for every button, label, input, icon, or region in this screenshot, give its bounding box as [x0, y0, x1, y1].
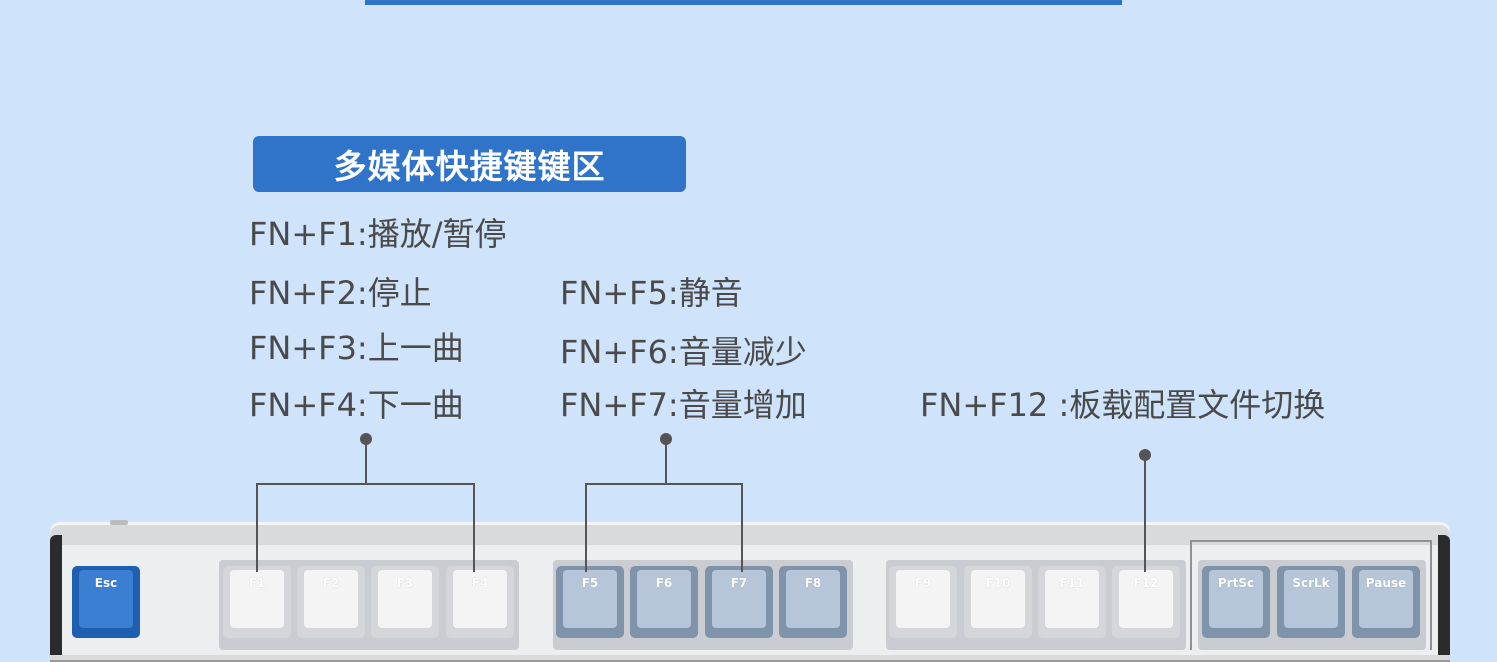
shortcut-fn-f6: FN+F6:音量减少 — [560, 333, 807, 371]
key-f2[interactable]: F2 — [297, 566, 365, 638]
key-pause[interactable]: Pause — [1352, 566, 1420, 638]
key-f11[interactable]: F11 — [1038, 566, 1106, 638]
key-f6[interactable]: F6 — [630, 566, 698, 638]
shortcut-fn-f2: FN+F2:停止 — [249, 274, 432, 312]
callout-f1-f4-dot — [360, 433, 372, 445]
key-f10[interactable]: F10 — [964, 566, 1032, 638]
callout-f5-f7-dot — [660, 433, 672, 445]
section-title-badge: 多媒体快捷键键区 — [253, 136, 686, 192]
key-f12[interactable]: F12 — [1112, 566, 1180, 638]
key-f3[interactable]: F3 — [371, 566, 439, 638]
key-f2-label: F2 — [322, 576, 340, 590]
top-accent-bar — [365, 0, 1122, 5]
key-esc[interactable]: Esc — [72, 566, 140, 638]
key-f9[interactable]: F9 — [889, 566, 957, 638]
key-f11-label: F11 — [1059, 576, 1085, 590]
key-f3-label: F3 — [396, 576, 414, 590]
callout-f1-f4 — [256, 483, 475, 572]
keyboard-indicator — [110, 520, 128, 525]
key-f7-label: F7 — [730, 576, 748, 590]
keyboard-left-edge — [50, 535, 62, 655]
key-prtsc-label: PrtSc — [1217, 576, 1255, 590]
key-f12-label: F12 — [1133, 576, 1159, 590]
callout-f5-f7 — [585, 483, 743, 572]
shortcut-fn-f5: FN+F5:静音 — [560, 274, 743, 312]
key-pause-label: Pause — [1365, 576, 1407, 590]
key-f1[interactable]: F1 — [223, 566, 291, 638]
key-f4[interactable]: F4 — [446, 566, 514, 638]
key-f1-label: F1 — [248, 576, 266, 590]
key-f6-label: F6 — [655, 576, 673, 590]
key-f8[interactable]: F8 — [779, 566, 847, 638]
key-f9-label: F9 — [914, 576, 932, 590]
shortcut-fn-f12: FN+F12 :板载配置文件切换 — [920, 386, 1326, 424]
key-esc-label: Esc — [94, 576, 118, 590]
nav-cluster-frame — [1190, 540, 1432, 650]
keyboard-right-edge — [1438, 535, 1450, 655]
key-f5[interactable]: F5 — [556, 566, 624, 638]
key-f8-label: F8 — [804, 576, 822, 590]
callout-f12-dot — [1139, 449, 1151, 461]
shortcut-fn-f4: FN+F4:下一曲 — [249, 386, 464, 424]
callout-lines — [256, 433, 1151, 572]
key-f4-label: F4 — [471, 576, 489, 590]
key-scrlk-label: ScrLk — [1292, 576, 1330, 590]
key-f5-label: F5 — [581, 576, 599, 590]
shortcut-fn-f3: FN+F3:上一曲 — [249, 329, 464, 367]
shortcut-fn-f7: FN+F7:音量增加 — [560, 386, 807, 424]
key-prtsc[interactable]: PrtSc — [1202, 566, 1270, 638]
key-f7[interactable]: F7 — [705, 566, 773, 638]
shortcut-fn-f1: FN+F1:播放/暂停 — [249, 215, 507, 253]
key-f10-label: F10 — [985, 576, 1011, 590]
key-scrlk[interactable]: ScrLk — [1277, 566, 1345, 638]
